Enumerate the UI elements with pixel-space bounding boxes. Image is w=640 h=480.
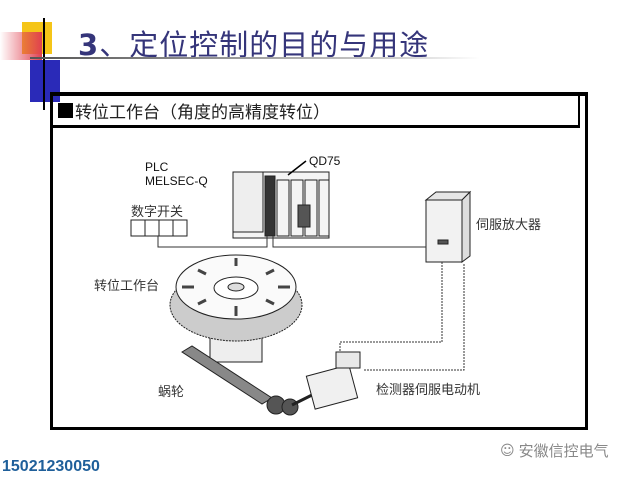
qd75-label: QD75: [309, 154, 341, 168]
turntable-icon: [169, 254, 303, 363]
diagram-frame: 转位工作台（角度的高精度转位）: [50, 92, 588, 430]
frame-heading-text: 转位工作台（角度的高精度转位）: [75, 103, 330, 123]
digital-switch-icon: [130, 219, 188, 237]
phone-number: 15021230050: [2, 458, 100, 475]
title-number: 3: [78, 28, 100, 62]
signal-lines: [157, 236, 465, 371]
turntable-label: 转位工作台: [94, 279, 160, 294]
servo-amplifier-label: 伺服放大器: [476, 218, 542, 233]
watermark: ☺安徽信控电气: [500, 440, 609, 461]
slide-title: 3、定位控制的目的与用途: [78, 22, 429, 64]
title-text: 、定位控制的目的与用途: [99, 28, 430, 62]
square-bullet-icon: [58, 103, 73, 118]
wechat-icon: ☺: [500, 442, 515, 459]
qd75-pointer: [287, 160, 307, 176]
title-divider: [30, 57, 480, 59]
servo-motor-icon: [291, 351, 361, 410]
servo-motor-label: 检测器伺服电动机: [376, 383, 481, 398]
deco-vertical-line: [43, 18, 45, 110]
worm-gear-label: 蜗轮: [158, 385, 185, 400]
plc-model-label: MELSEC-Q: [145, 174, 208, 188]
deco-red-gradient: [0, 32, 42, 60]
plc-label: PLC: [145, 160, 169, 174]
plc-rack: [232, 171, 330, 239]
watermark-text: 安徽信控电气: [518, 442, 609, 460]
servo-amplifier-icon: [424, 190, 472, 263]
digital-switch-label: 数字开关: [131, 205, 184, 220]
frame-heading: 转位工作台（角度的高精度转位）: [53, 96, 580, 128]
